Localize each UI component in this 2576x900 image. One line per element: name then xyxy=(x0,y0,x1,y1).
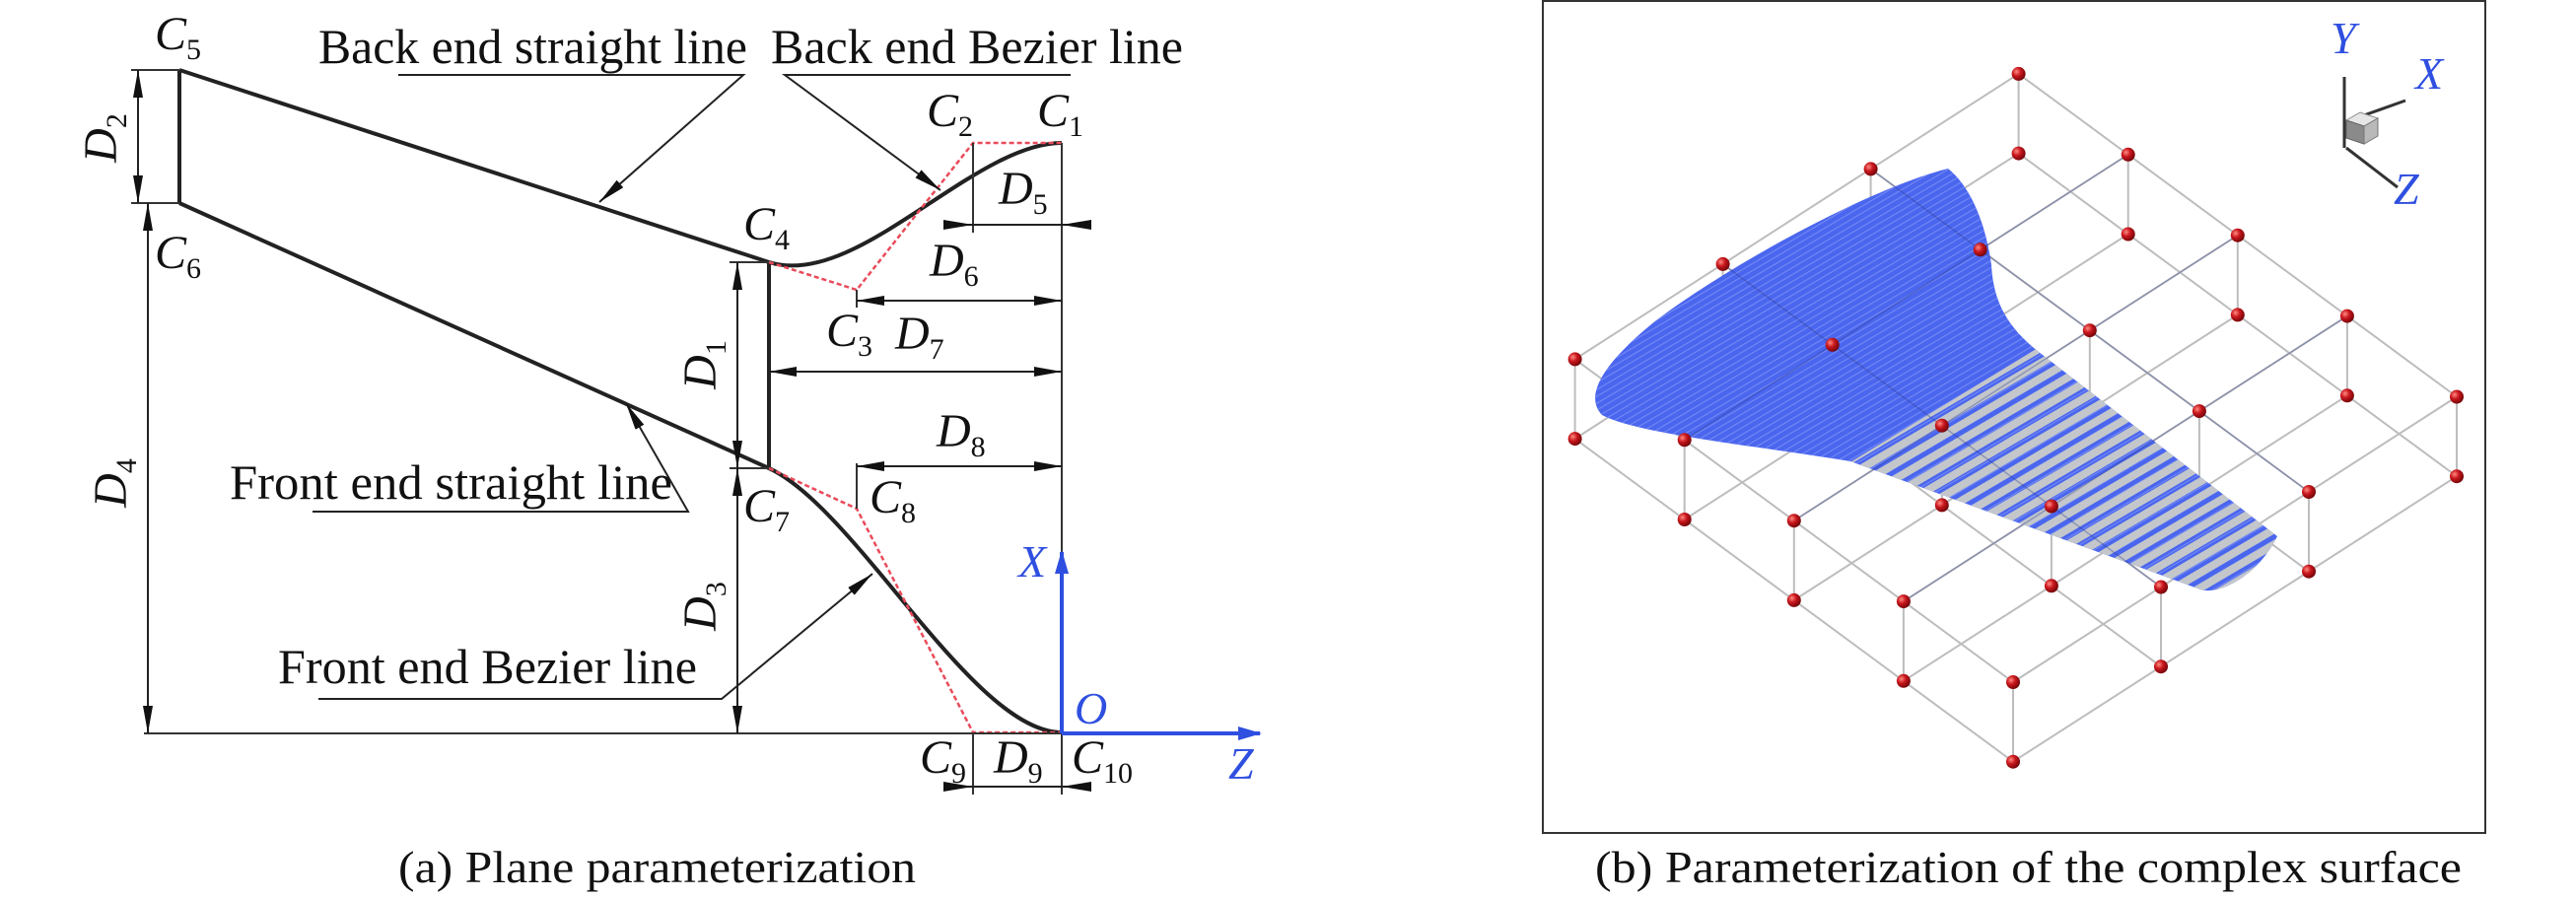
control-point xyxy=(2006,675,2020,689)
label-D2: D2 xyxy=(75,113,133,164)
label-C6: C6 xyxy=(155,227,201,285)
surface-rib xyxy=(1595,169,2054,444)
surface-rib xyxy=(1595,169,2007,416)
control-point xyxy=(2082,323,2097,338)
control-point xyxy=(1567,352,1582,367)
origin-label: O xyxy=(1075,683,1107,733)
back-control-polygon xyxy=(768,141,1062,292)
surface-rib xyxy=(1595,169,1995,409)
surface-rib xyxy=(1595,169,2030,430)
control-point xyxy=(2192,404,2206,419)
control-point xyxy=(2154,659,2168,674)
control-point xyxy=(2302,564,2316,579)
control-point xyxy=(1677,513,1692,526)
label-D6: D6 xyxy=(929,235,979,293)
label-C1: C1 xyxy=(1037,85,1083,143)
label-C3: C3 xyxy=(826,305,872,363)
front-control-polygon xyxy=(768,466,1062,734)
annotation-leaders xyxy=(313,74,1071,700)
surface-rib xyxy=(1595,169,1960,388)
label-D7: D7 xyxy=(894,308,944,366)
orientation-triad: Y X Z xyxy=(2331,13,2445,214)
caption-b: (b) Parameterization of the complex surf… xyxy=(1595,842,2462,892)
label-D5: D5 xyxy=(998,163,1048,221)
label-D4: D4 xyxy=(85,458,143,509)
plane-parameterization-diagram: X Z O Back end straight line Back end Be… xyxy=(75,8,1262,892)
control-point xyxy=(2006,754,2020,769)
control-point xyxy=(1934,418,1949,433)
triad-x-label: X xyxy=(2413,48,2445,99)
triad-y-label: Y xyxy=(2331,13,2360,63)
surface-rib xyxy=(1595,169,1948,381)
caption-a: (a) Plane parameterization xyxy=(398,842,916,892)
surface-rib xyxy=(1595,169,2042,437)
lattice-line xyxy=(1793,235,2239,521)
lattice-line xyxy=(1574,73,2020,361)
control-point xyxy=(1786,592,1801,607)
triad-z-label: Z xyxy=(2394,164,2419,214)
lattice-line xyxy=(1684,154,2129,441)
x-axis-label: X xyxy=(1016,536,1048,587)
label-D8: D8 xyxy=(936,405,986,463)
front-end-bezier-line-label: Front end Bezier line xyxy=(278,639,697,694)
label-C8: C8 xyxy=(870,471,916,529)
complex-surface-parameterization: Y X Z (b) Parameterization of the comple… xyxy=(1542,0,2486,892)
front-end-bezier-line xyxy=(768,466,1063,734)
front-end-straight-line-label: Front end straight line xyxy=(230,454,672,510)
lattice-top-nodes xyxy=(1567,66,2464,689)
control-point xyxy=(1896,594,1911,609)
control-point xyxy=(2450,389,2464,404)
label-C9: C9 xyxy=(920,731,966,790)
surface-rib xyxy=(1595,169,1937,375)
surface-rib xyxy=(1595,169,1972,395)
control-point xyxy=(2121,227,2135,242)
back-end-bezier-line xyxy=(768,141,1063,268)
control-point xyxy=(2044,499,2058,514)
control-point xyxy=(2339,388,2354,403)
surface-rib xyxy=(1595,169,1984,402)
control-point xyxy=(2230,308,2245,322)
control-point xyxy=(2011,146,2026,161)
label-C2: C2 xyxy=(927,85,973,143)
control-point xyxy=(1567,432,1582,447)
control-point xyxy=(2044,579,2058,593)
back-end-bezier-line-label: Back end Bezier line xyxy=(771,19,1183,74)
label-D1: D1 xyxy=(674,340,732,390)
label-C10: C10 xyxy=(1072,731,1133,790)
control-point xyxy=(2121,147,2135,162)
label-C7: C7 xyxy=(743,480,790,538)
label-D9: D9 xyxy=(993,731,1043,790)
back-end-straight-line-label: Back end straight line xyxy=(318,19,747,74)
control-point xyxy=(1677,433,1692,448)
dim-D9 xyxy=(943,782,1091,792)
control-point xyxy=(1934,498,1949,513)
dimension-lines xyxy=(133,70,1062,733)
control-point xyxy=(1973,242,1987,257)
control-point xyxy=(1786,514,1801,528)
control-point xyxy=(1863,162,1878,176)
control-point xyxy=(2302,485,2316,499)
control-point xyxy=(2011,66,2026,81)
back-end-straight-line xyxy=(178,68,770,264)
lattice-line xyxy=(2012,475,2458,763)
z-axis-label: Z xyxy=(1228,738,1254,789)
control-point xyxy=(2154,580,2168,594)
label-C5: C5 xyxy=(155,8,201,66)
label-D3: D3 xyxy=(674,582,732,632)
surface-gray-band xyxy=(1836,345,2091,489)
triad-cube-icon xyxy=(2344,111,2380,145)
control-point xyxy=(2230,228,2245,242)
front-end-straight-line xyxy=(178,201,770,470)
label-C4: C4 xyxy=(743,198,790,256)
surface-rib xyxy=(1595,169,2019,423)
control-point xyxy=(2450,469,2464,484)
control-point xyxy=(1825,337,1840,352)
control-point xyxy=(2339,309,2354,323)
control-point xyxy=(1715,256,1730,271)
dim-D5 xyxy=(943,220,1091,230)
control-point xyxy=(1896,673,1911,688)
lattice-line xyxy=(1903,314,2348,602)
